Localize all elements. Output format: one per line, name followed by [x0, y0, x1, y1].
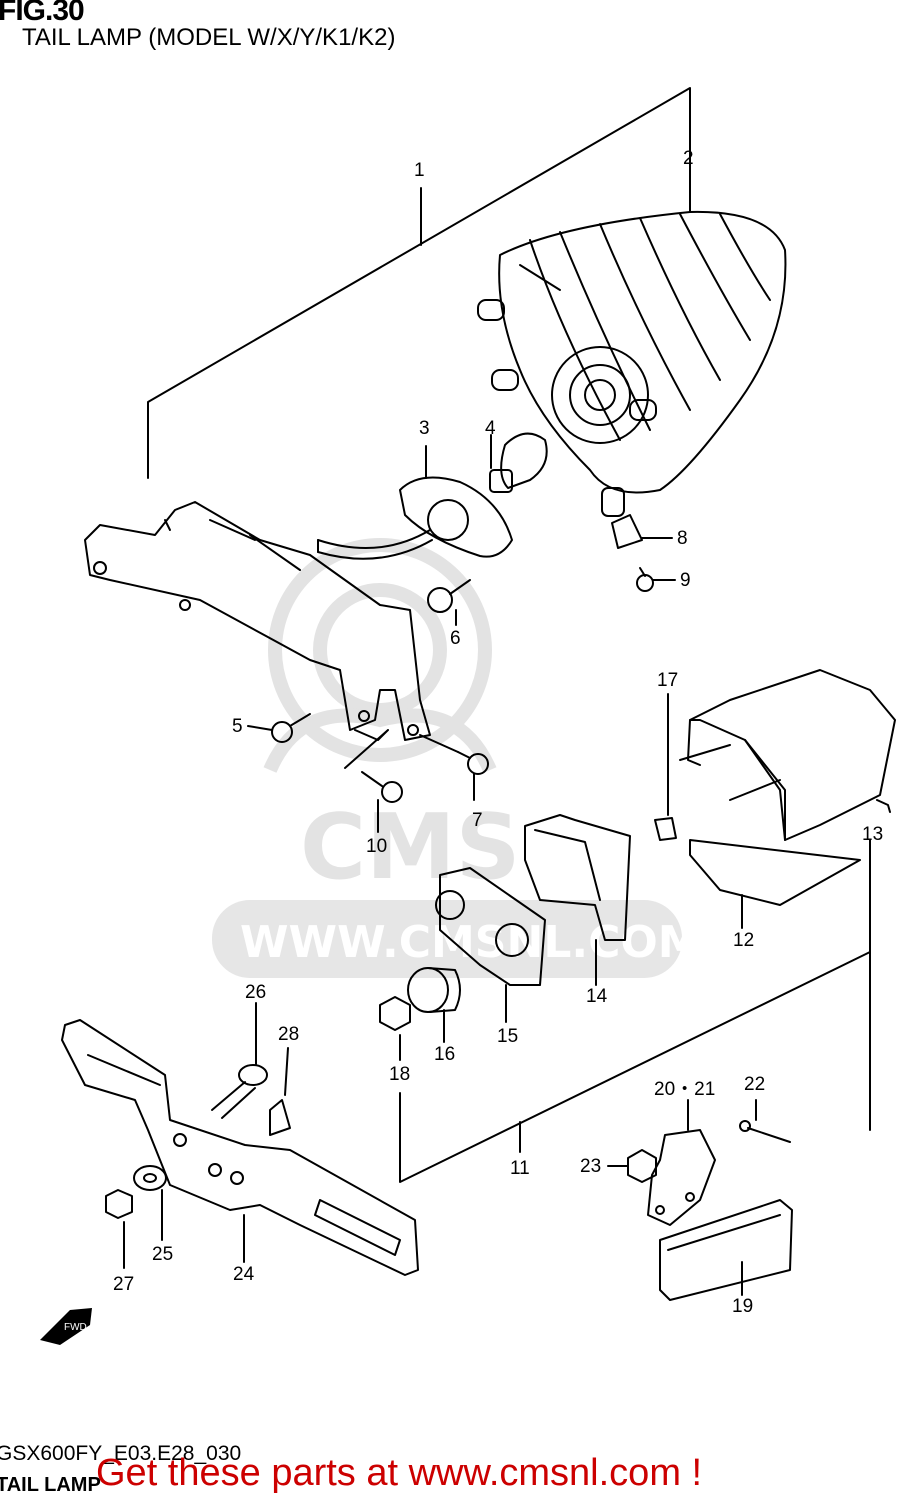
callout-3: 3 — [419, 418, 430, 439]
callout-12: 12 — [733, 930, 755, 951]
tail-lamp-housing — [477, 210, 787, 517]
fender-bracket — [84, 501, 431, 769]
nut-23 — [607, 1149, 657, 1183]
watermark-brand: CMS — [300, 795, 520, 900]
callout-26: 26 — [245, 982, 267, 1003]
callout-23: 23 — [580, 1156, 602, 1177]
figure-number: FIG.30 — [0, 0, 85, 27]
callout-1: 1 — [414, 160, 425, 181]
diagram-name: TAIL LAMP — [0, 1474, 101, 1496]
callout-20-21: 20・21 — [654, 1079, 716, 1100]
figure-subtitle: TAIL LAMP (MODEL W/X/Y/K1/K2) — [22, 24, 396, 51]
callout-18: 18 — [389, 1064, 411, 1085]
bulb — [489, 432, 548, 493]
screw-7 — [419, 734, 489, 801]
callout-5: 5 — [232, 716, 243, 737]
callout-2: 2 — [683, 148, 694, 169]
callout-17: 17 — [657, 670, 679, 691]
watermark-banner — [212, 900, 682, 978]
bulb-17 — [654, 693, 677, 841]
screw-9 — [636, 567, 676, 592]
assembly-bracket-lines — [147, 87, 691, 479]
license-plate-bracket — [61, 1019, 419, 1276]
callout-10: 10 — [366, 836, 388, 857]
callout-4: 4 — [485, 418, 496, 439]
rivet-28 — [269, 1047, 291, 1136]
callout-9: 9 — [680, 570, 691, 591]
callout-6: 6 — [450, 628, 461, 649]
grommet-16 — [407, 967, 461, 1043]
reflector-bracket — [647, 1099, 716, 1226]
watermark — [263, 538, 497, 773]
callout-19: 19 — [732, 1296, 754, 1317]
diagram-code: GSX600FY_E03.E28_030 — [0, 1442, 242, 1465]
promo-banner[interactable]: Get these parts at www.cmsnl.com ! — [96, 1452, 703, 1494]
callout-25: 25 — [152, 1244, 174, 1265]
callout-11: 11 — [510, 1158, 530, 1179]
nut-27 — [105, 1189, 133, 1269]
assembly-bracket-11 — [399, 951, 871, 1183]
screw-5 — [247, 713, 311, 743]
lamp-housing-14 — [524, 814, 631, 986]
watermark-url: WWW.CMSNL.COM — [240, 917, 702, 968]
nut-18 — [379, 996, 411, 1061]
callout-15: 15 — [497, 1026, 519, 1047]
callout-8: 8 — [677, 528, 688, 549]
forward-arrow-icon — [40, 1308, 92, 1345]
callout-27: 27 — [113, 1274, 135, 1295]
screw-6 — [427, 579, 471, 626]
callout-14: 14 — [586, 986, 608, 1007]
bolt-26 — [211, 1002, 268, 1119]
callout-13: 13 — [862, 824, 884, 845]
washer-25 — [133, 1165, 167, 1241]
lamp-base-15 — [435, 867, 546, 1023]
fwd-label: FWD — [64, 1322, 87, 1333]
callout-16: 16 — [434, 1044, 456, 1065]
clip-nut — [611, 514, 673, 549]
license-lamp-lens — [689, 839, 861, 929]
callout-22: 22 — [744, 1074, 766, 1095]
bolt-22 — [739, 1099, 791, 1143]
callout-24: 24 — [233, 1264, 255, 1285]
screw-10 — [361, 771, 403, 833]
license-lamp-cover — [679, 669, 896, 1131]
lamp-socket — [317, 445, 513, 560]
callout-28: 28 — [278, 1024, 300, 1045]
reflector — [659, 1199, 793, 1301]
callout-7: 7 — [472, 810, 483, 831]
